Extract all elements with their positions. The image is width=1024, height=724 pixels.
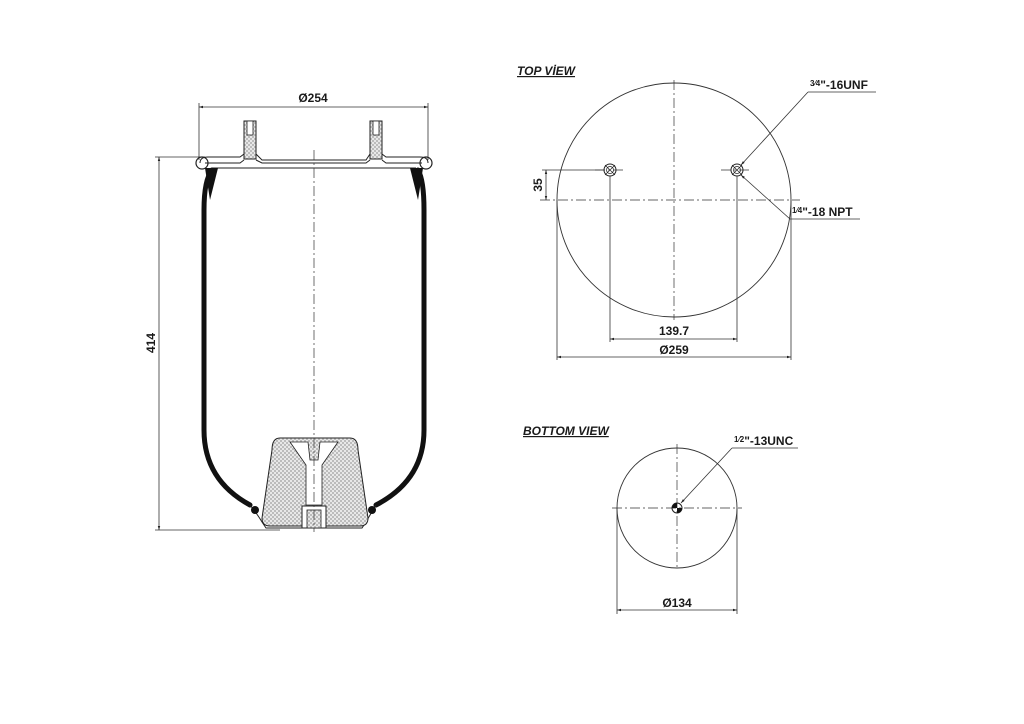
side-height-dimension: 414 <box>144 156 280 531</box>
thread-callout-unc: 1⁄2"-13UNC <box>680 434 798 504</box>
svg-text:1⁄2"-13UNC: 1⁄2"-13UNC <box>734 434 794 448</box>
thread-label-unf: "-16UNF <box>820 78 868 92</box>
bottom-diameter-label: Ø134 <box>662 596 692 610</box>
thread-callout-unf: 3⁄4"-16UNF <box>740 78 876 166</box>
bottom-view-title: BOTTOM VIEW <box>523 424 610 438</box>
top-view-title: TOP VİEW <box>517 63 577 78</box>
thread-callout-npt: 1⁄4"-18 NPT <box>740 174 860 220</box>
top-offset-dimension: 35 <box>531 169 604 200</box>
svg-text:1⁄4"-18 NPT: 1⁄4"-18 NPT <box>792 205 853 219</box>
bottom-diameter-dimension: Ø134 <box>616 508 738 614</box>
side-diameter-label: Ø254 <box>298 91 328 105</box>
side-height-label: 414 <box>144 333 158 353</box>
svg-text:3⁄4"-16UNF: 3⁄4"-16UNF <box>810 78 868 92</box>
top-diameter-label: Ø259 <box>659 343 689 357</box>
top-plate <box>195 120 433 170</box>
piston <box>249 437 377 529</box>
thread-label-unc: "-13UNC <box>744 434 793 448</box>
top-diameter-dimension: Ø259 <box>556 200 792 360</box>
top-view: TOP VİEW 35 139.7 <box>517 63 876 360</box>
bottom-view: BOTTOM VIEW 1⁄2"-13UNC Ø134 <box>523 424 798 614</box>
top-offset-label: 35 <box>531 178 545 192</box>
thread-label-npt-fraction: 1⁄4 <box>792 206 803 215</box>
side-view: Ø254 414 <box>144 91 433 532</box>
rubber-bellow <box>201 167 427 508</box>
side-diameter-dimension: Ø254 <box>198 91 429 160</box>
thread-label-unc-fraction: 1⁄2 <box>734 435 745 444</box>
thread-label-unf-fraction: 3⁄4 <box>810 79 821 88</box>
bottom-center-hole <box>671 502 683 514</box>
hole-spacing-label: 139.7 <box>659 324 689 338</box>
hole-spacing-dimension: 139.7 <box>609 176 738 342</box>
thread-label-npt: "-18 NPT <box>802 205 853 219</box>
